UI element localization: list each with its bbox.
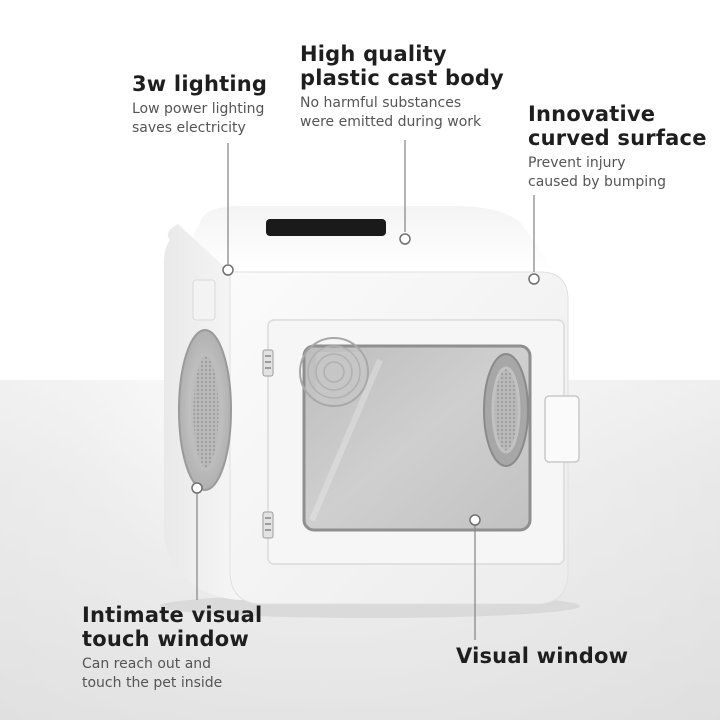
- visual-window-callout: Visual window: [456, 644, 628, 668]
- lighting-title: 3w lighting: [132, 72, 268, 96]
- visual-window-marker: [469, 514, 481, 526]
- interior-fan-icon: [300, 338, 368, 406]
- touch-window-marker: [191, 482, 203, 494]
- lighting-marker: [222, 264, 234, 276]
- touch-window-title: Intimate visual touch window: [82, 603, 263, 651]
- touch-window-description: Can reach out and touch the pet inside: [82, 656, 223, 691]
- top-vent-slot: [266, 219, 386, 236]
- lighting-description: Low power lighting saves electricity: [132, 101, 265, 136]
- curved-surface-description: Prevent injury caused by bumping: [528, 155, 666, 190]
- body-title: High quality plastic cast body: [300, 42, 504, 90]
- side-handle: [192, 279, 216, 321]
- side-window-fan-grille: [190, 352, 222, 472]
- leader-lines: [196, 140, 535, 640]
- visual-window-title: Visual window: [456, 644, 629, 668]
- lower-hinge: [262, 511, 274, 539]
- top-surface: [186, 206, 550, 272]
- body-marker: [399, 233, 411, 245]
- curved-surface-title: Innovative curved surface: [528, 102, 707, 150]
- body-description: No harmful substances were emitted durin…: [300, 95, 482, 130]
- touch-window-callout: Intimate visual touch window Can reach o…: [82, 603, 262, 693]
- door-latch: [544, 395, 580, 463]
- curved-surface-marker: [528, 273, 540, 285]
- curved-surface-callout: Innovative curved surface Prevent injury…: [528, 102, 707, 192]
- body-callout: High quality plastic cast body No harmfu…: [300, 42, 504, 132]
- lighting-callout: 3w lighting Low power lighting saves ele…: [132, 72, 267, 138]
- upper-hinge: [262, 349, 274, 377]
